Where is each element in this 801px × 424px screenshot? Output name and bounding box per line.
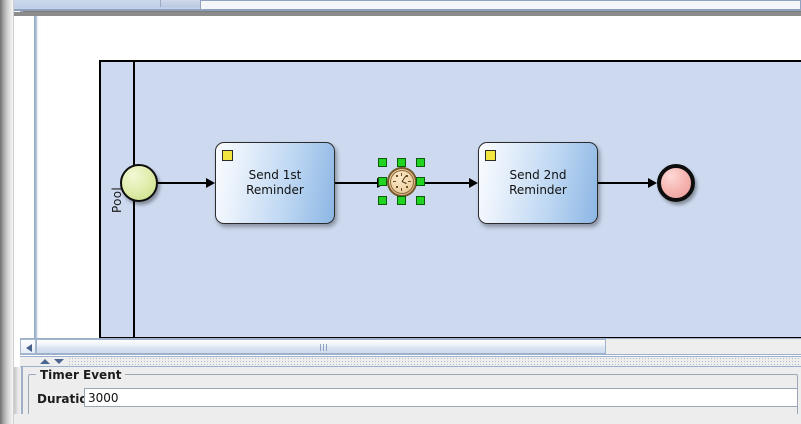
- selection-handle-e[interactable]: [416, 177, 425, 186]
- selection-handle-se[interactable]: [416, 196, 425, 205]
- end-event[interactable]: [657, 164, 695, 202]
- canvas-left-rail-highlight: [38, 16, 41, 338]
- canvas-horizontal-scrollbar[interactable]: [20, 338, 801, 355]
- selection-handle-nw[interactable]: [378, 158, 387, 167]
- task-label-line1: Send 1st: [248, 168, 302, 182]
- timer-event-group-title: Timer Event: [36, 368, 126, 382]
- properties-panel-rail-line: [21, 367, 23, 424]
- selection-handle-n[interactable]: [397, 158, 406, 167]
- task-send-2nd-reminder[interactable]: Send 2nd Reminder: [478, 142, 598, 224]
- grip-lines-icon: [320, 344, 321, 351]
- scroll-left-button[interactable]: [20, 339, 36, 354]
- pool-label-container: Pool: [101, 62, 133, 337]
- canvas-left-rail: [34, 16, 38, 338]
- sequence-flow-arrowhead: [648, 178, 657, 188]
- task-label: Send 2nd Reminder: [509, 168, 567, 198]
- selection-handle-s[interactable]: [397, 196, 406, 205]
- scrollbar-thumb[interactable]: [36, 339, 606, 354]
- clock-tick: [396, 175, 398, 177]
- tab-active-editor[interactable]: [200, 0, 801, 9]
- clock-tick: [393, 181, 396, 182]
- task-label: Send 1st Reminder: [246, 168, 304, 198]
- tab-strip-underline: [14, 9, 801, 11]
- canvas-top-shadow: [14, 12, 801, 16]
- selection-handle-sw[interactable]: [378, 196, 387, 205]
- split-pane-divider[interactable]: [20, 356, 801, 367]
- clock-tick: [401, 188, 402, 191]
- triangle-left-icon: [26, 344, 32, 352]
- clock-tick: [396, 186, 398, 188]
- properties-panel-footer: [14, 414, 801, 424]
- sequence-flow-task1-to-timer[interactable]: [335, 182, 385, 184]
- duration-label: Duration: [37, 392, 97, 406]
- clock-tick: [408, 181, 411, 182]
- message-marker-icon: [222, 150, 233, 161]
- window-edge-divider: [13, 0, 14, 424]
- message-marker-icon: [485, 150, 496, 161]
- clock-tick: [401, 173, 402, 176]
- clock-tick: [406, 175, 408, 177]
- sequence-flow-arrowhead: [206, 178, 215, 188]
- pool-container[interactable]: Pool: [99, 60, 801, 339]
- selection-handle-w[interactable]: [378, 177, 387, 186]
- triangle-up-icon[interactable]: [40, 359, 50, 364]
- duration-input[interactable]: [84, 388, 798, 407]
- clock-hand-hour: [401, 181, 407, 185]
- grip-lines-icon: [326, 344, 327, 351]
- tab-background[interactable]: [160, 0, 202, 7]
- start-event[interactable]: [120, 164, 158, 202]
- intermediate-timer-event[interactable]: [378, 158, 426, 206]
- diagram-canvas[interactable]: Pool Send 1st Reminder: [41, 16, 801, 339]
- clock-icon: [390, 170, 414, 194]
- task-label-line2: Reminder: [509, 183, 567, 197]
- task-label-line1: Send 2nd: [509, 168, 567, 182]
- sequence-flow-arrowhead: [469, 178, 478, 188]
- task-label-line2: Reminder: [246, 183, 304, 197]
- triangle-down-icon[interactable]: [54, 359, 64, 364]
- sequence-flow-start-to-task1[interactable]: [158, 182, 206, 184]
- sequence-flow-task2-to-end[interactable]: [598, 182, 648, 184]
- clock-tick: [406, 186, 408, 188]
- sequence-flow-timer-to-task2[interactable]: [423, 182, 469, 184]
- selection-handle-ne[interactable]: [416, 158, 425, 167]
- divider-grip-dots: [68, 357, 799, 366]
- window-left-edge: [0, 0, 14, 424]
- properties-panel-left-rail: [14, 367, 21, 424]
- grip-lines-icon: [323, 344, 324, 351]
- task-send-1st-reminder[interactable]: Send 1st Reminder: [215, 142, 335, 224]
